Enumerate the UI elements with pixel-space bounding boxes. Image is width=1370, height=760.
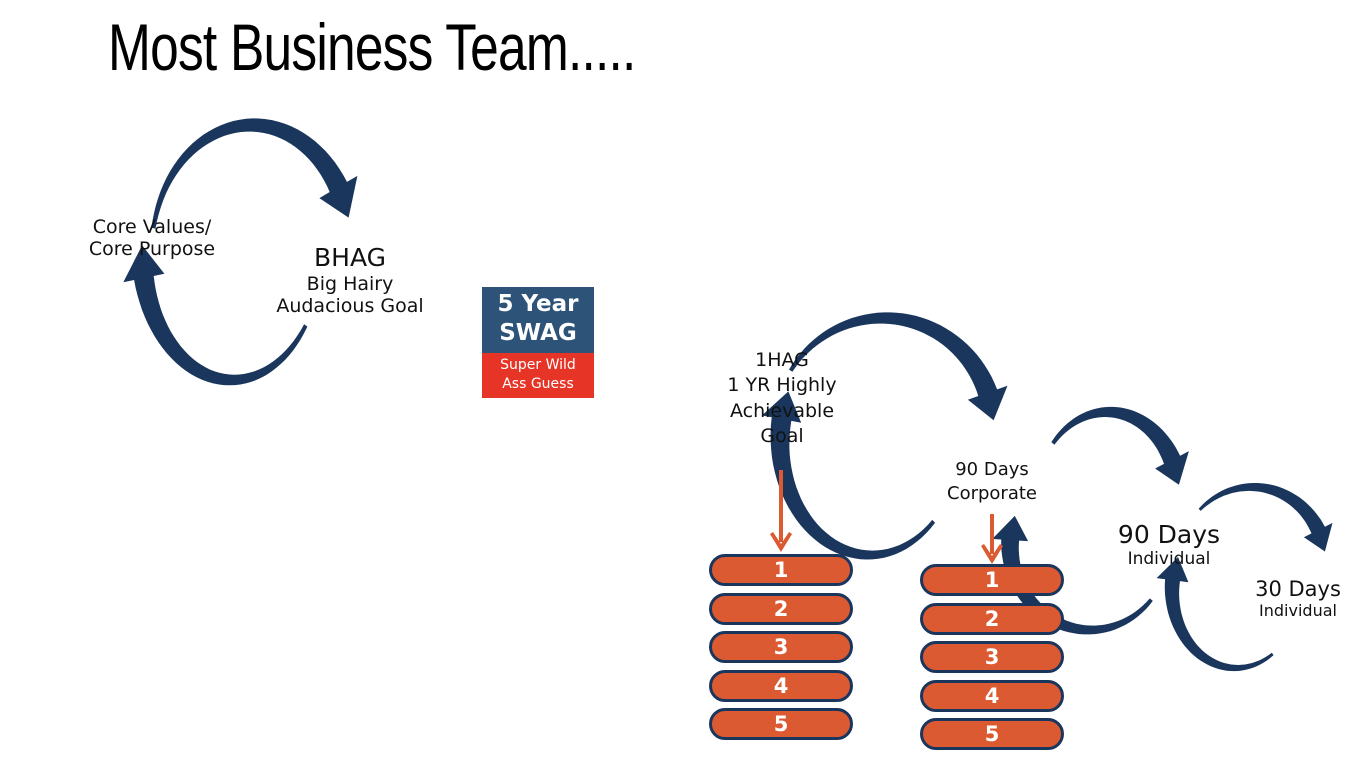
priority-pill: 1 <box>920 564 1064 596</box>
priority-pill: 2 <box>709 592 853 625</box>
swag-heading-line: SWAG <box>499 320 577 346</box>
down-arrow-to-1hag-priorities <box>770 470 792 552</box>
core-values-line: Core Values/ <box>92 216 212 238</box>
priority-stack-corporate: 1 2 3 4 5 <box>920 564 1064 757</box>
priority-pill: 1 <box>709 554 853 586</box>
cycle-arrow-top <box>151 118 358 229</box>
corporate-90-label: 90 Days Corporate <box>922 458 1062 506</box>
slide-title: Most Business Team..... <box>108 10 636 84</box>
individual-90-label: 90 Days Individual <box>1098 521 1240 569</box>
one-hag-label: 1HAG 1 YR Highly Achievable Goal <box>702 348 862 450</box>
bhag-line: Big Hairy <box>306 272 394 295</box>
swag-subtext-line: Super Wild <box>500 357 576 373</box>
down-arrow-to-corporate-priorities <box>981 514 1003 564</box>
bhag-heading: BHAG <box>314 243 386 272</box>
priority-pill: 4 <box>920 679 1064 712</box>
one-hag-line: 1 YR Highly <box>727 374 837 397</box>
bhag-line: Audacious Goal <box>276 295 424 318</box>
swag-box: 5 Year SWAG Super Wild Ass Guess <box>482 287 594 398</box>
individual-30-label: 30 Days Individual <box>1234 577 1362 621</box>
priority-pill: 5 <box>920 718 1064 750</box>
swag-subtext: Super Wild Ass Guess <box>482 353 594 398</box>
individual-30-sub: Individual <box>1259 601 1337 621</box>
one-hag-line: 1HAG <box>755 349 809 371</box>
core-values-label: Core Values/ Core Purpose <box>72 216 232 261</box>
individual-30-heading: 30 Days <box>1255 577 1341 601</box>
corporate-90-line: Corporate <box>947 483 1037 505</box>
priority-pill: 4 <box>709 669 853 702</box>
individual-90-heading: 90 Days <box>1117 520 1221 549</box>
cycle-arrow-corporate-to-individual90 <box>1051 406 1189 485</box>
core-purpose-line: Core Purpose <box>88 238 216 261</box>
swag-subtext-line: Ass Guess <box>502 376 574 392</box>
individual-90-sub: Individual <box>1127 548 1211 569</box>
priority-pill: 3 <box>920 641 1064 673</box>
priority-pill: 5 <box>709 708 853 740</box>
one-hag-line: Achievable <box>729 399 835 422</box>
priority-pill: 2 <box>920 602 1064 635</box>
swag-heading: 5 Year SWAG <box>482 287 594 353</box>
swag-heading-line: 5 Year <box>497 291 579 317</box>
one-hag-line: Goal <box>760 425 804 448</box>
bhag-label: BHAG Big Hairy Audacious Goal <box>262 243 438 318</box>
corporate-90-line: 90 Days <box>955 459 1029 480</box>
priority-pill: 3 <box>709 631 853 663</box>
priority-stack-1hag: 1 2 3 4 5 <box>709 554 853 747</box>
